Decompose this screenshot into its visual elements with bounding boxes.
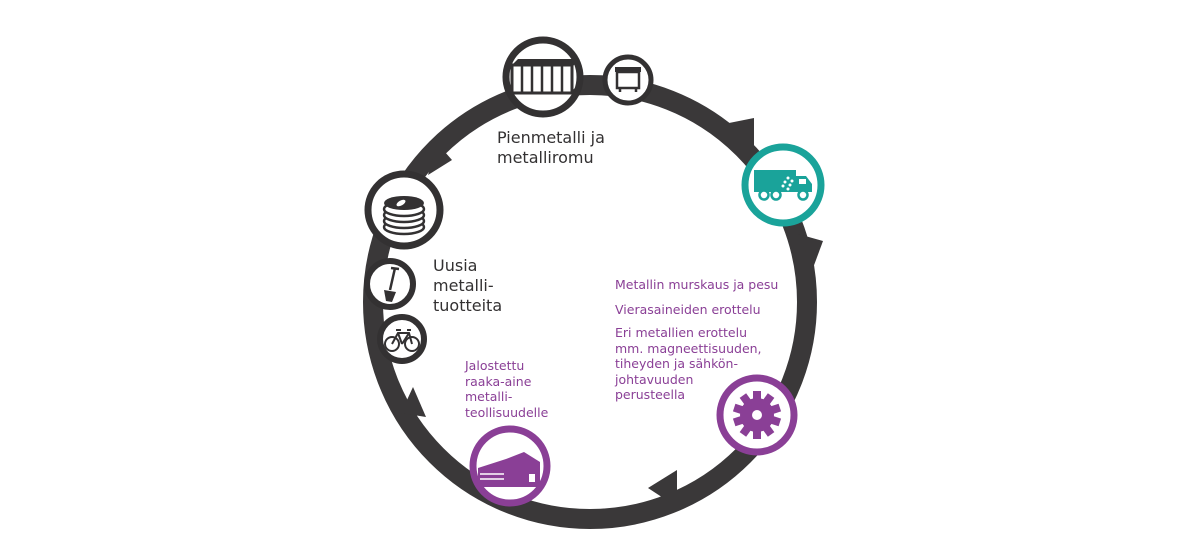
direction-arrows <box>401 118 823 507</box>
arrow-head <box>401 387 426 417</box>
collection-label: Pienmetalli ja metalliromu <box>497 128 605 167</box>
arrow-head <box>724 118 754 148</box>
arrow-head <box>648 470 677 507</box>
refined-raw-material-label: Jalostettu raaka-aine metalli- teollisuu… <box>465 358 549 420</box>
shovel-icon <box>364 258 416 310</box>
bin-icon <box>602 54 654 106</box>
coins-icon <box>364 170 444 250</box>
separation-label: Vierasaineiden erottelu <box>615 302 761 317</box>
crushing-label: Metallin murskaus ja pesu <box>615 277 779 292</box>
bicycle-icon <box>377 314 427 364</box>
container-icon <box>502 36 584 118</box>
factory-icon <box>469 425 551 507</box>
gear-tooth <box>753 427 761 439</box>
gear-tooth <box>753 391 761 403</box>
arrow-head <box>428 143 452 175</box>
gear-icon <box>716 374 798 456</box>
truck-icon <box>741 143 825 227</box>
arrow-head <box>798 234 823 268</box>
metal-sorting-label: Eri metallien erottelu mm. magneettisuud… <box>615 325 762 402</box>
new-products-label: Uusia metalli- tuotteita <box>433 256 503 315</box>
